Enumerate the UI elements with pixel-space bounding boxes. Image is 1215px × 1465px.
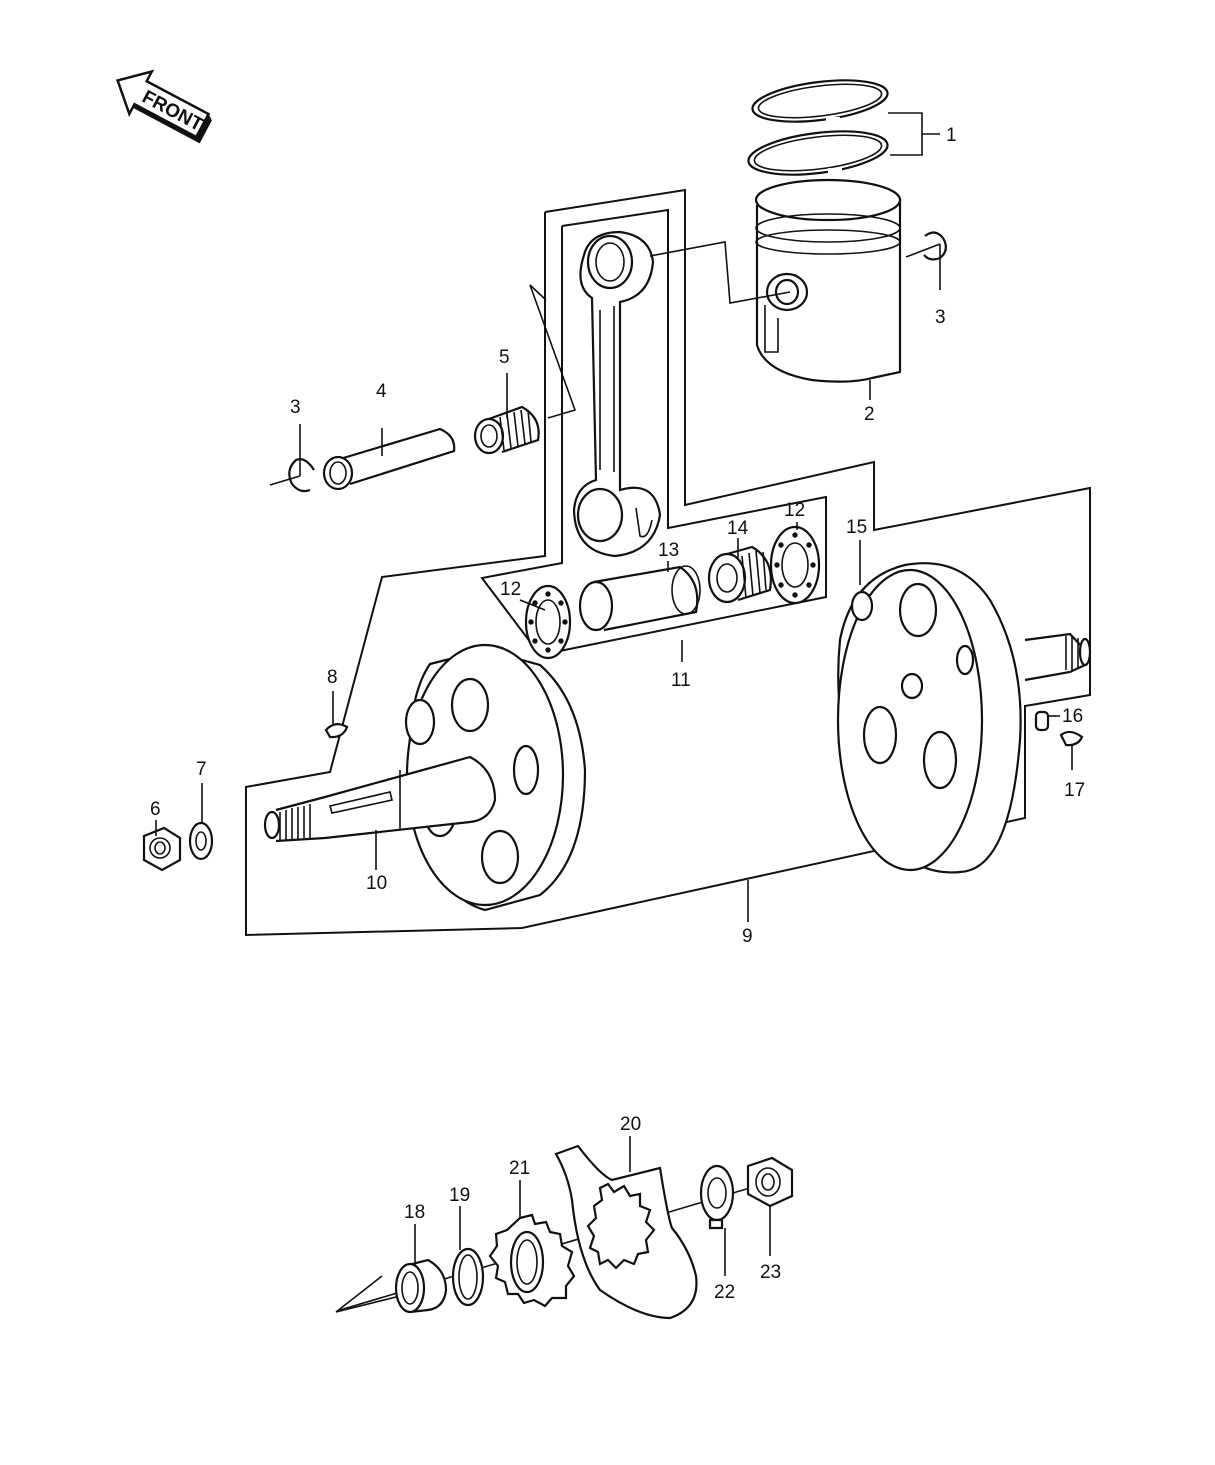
callout-2: 2 (864, 404, 875, 425)
callout-13: 13 (658, 540, 679, 561)
front-arrow: FRONT (115, 69, 212, 144)
callout-12-right: 12 (784, 500, 805, 521)
callout-3-left: 3 (290, 397, 301, 418)
small-end-bearing (473, 405, 540, 455)
big-end-bearing (707, 545, 772, 604)
callout-6: 6 (150, 799, 161, 820)
callout-7: 7 (196, 759, 207, 780)
washer-right (699, 1164, 735, 1230)
callout-17: 17 (1064, 780, 1085, 801)
callout-15: 15 (846, 517, 867, 538)
right-flywheel (836, 562, 1092, 874)
woodruff-key-right (1059, 730, 1084, 747)
o-ring (451, 1247, 485, 1307)
assembly-outline-crankshaft (245, 188, 1091, 937)
thrust-washer-left (524, 584, 572, 660)
nut-right (746, 1156, 794, 1208)
callout-labels: 1 2 3 3 4 5 6 7 8 9 10 11 12 12 13 14 15… (150, 125, 1085, 1303)
callout-1: 1 (946, 125, 957, 146)
connecting-rod (572, 230, 662, 558)
callout-5: 5 (499, 347, 510, 368)
nut-left (142, 826, 182, 872)
callout-21: 21 (509, 1158, 530, 1179)
left-flywheel (263, 643, 587, 912)
lock-plate (554, 1144, 698, 1320)
callout-23: 23 (760, 1262, 781, 1283)
callout-3-right: 3 (935, 307, 946, 328)
assembly-outline-conrod (480, 208, 827, 657)
callout-18: 18 (404, 1202, 425, 1223)
callout-20: 20 (620, 1114, 641, 1135)
dowel-pin (1034, 710, 1050, 732)
circlip-left (288, 458, 315, 493)
engine-sprocket (488, 1213, 576, 1308)
collar (394, 1258, 448, 1314)
callout-9: 9 (742, 926, 753, 947)
callout-14: 14 (727, 518, 749, 539)
thrust-washer-right (769, 525, 821, 605)
washer-left (188, 821, 214, 861)
callout-22: 22 (714, 1282, 735, 1303)
callout-12-left: 12 (500, 579, 521, 600)
callout-11: 11 (671, 670, 691, 691)
callout-16: 16 (1062, 706, 1083, 727)
crank-pin (578, 565, 701, 632)
leader-lines (155, 112, 1073, 1276)
piston-pin (322, 427, 456, 491)
callout-8: 8 (327, 667, 338, 688)
axis-arrow (335, 1275, 401, 1313)
callout-4: 4 (376, 381, 387, 402)
woodruff-key-left (324, 723, 349, 739)
callout-10: 10 (366, 873, 387, 894)
piston-rings (747, 79, 889, 176)
callout-19: 19 (449, 1185, 470, 1206)
piston (754, 178, 902, 383)
